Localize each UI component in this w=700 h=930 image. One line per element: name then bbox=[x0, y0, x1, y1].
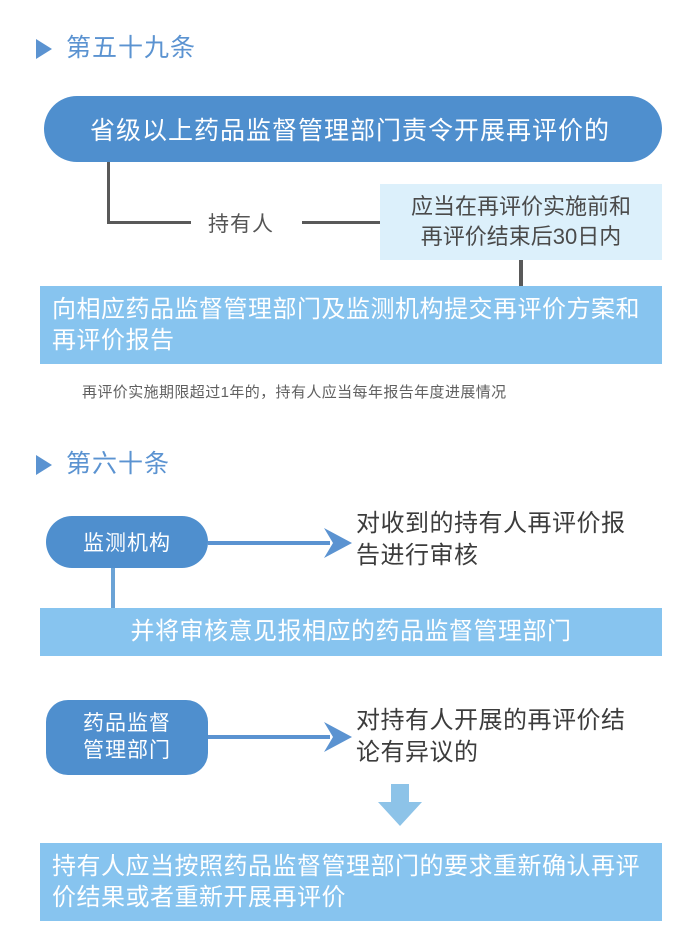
callout-timing: 应当在再评价实施前和 再评价结束后30日内 bbox=[380, 184, 662, 260]
actor-pill-line-2: 管理部门 bbox=[83, 738, 171, 762]
connector-horizontal-hero bbox=[107, 221, 191, 224]
follow-bar-label: 并将审核意见报相应的药品监督管理部门 bbox=[130, 618, 572, 646]
arrow-right-icon-monitoring bbox=[208, 528, 352, 558]
arrow-down-icon-final bbox=[378, 784, 422, 826]
connector-vertical-callout bbox=[519, 260, 523, 286]
hero-box-label: 省级以上药品监督管理部门责令开展再评价的 bbox=[90, 117, 611, 145]
result-bar-reconfirm: 持有人应当按照药品监督管理部门的要求重新确认再评价结果或者重新开展再评价 bbox=[40, 843, 662, 921]
flow-text-line-1: 对收到的持有人再评价报 bbox=[356, 510, 626, 537]
section-title-2: 第六十条 bbox=[66, 450, 171, 478]
connector-vertical-monitoring bbox=[111, 568, 115, 610]
hero-box-article-59: 省级以上药品监督管理部门责令开展再评价的 bbox=[44, 96, 662, 162]
flow-text-objection: 对持有人开展的再评价结 论有异议的 bbox=[356, 705, 676, 768]
result-bar-submit: 向相应药品监督管理部门及监测机构提交再评价方案和再评价报告 bbox=[40, 286, 662, 364]
result-bar-reconfirm-label: 持有人应当按照药品监督管理部门的要求重新确认再评价结果或者重新开展再评价 bbox=[52, 852, 640, 911]
flow-text-review-report: 对收到的持有人再评价报 告进行审核 bbox=[356, 508, 676, 571]
section-heading-1: 第五十九条 bbox=[36, 36, 196, 61]
follow-bar-report-opinion: 并将审核意见报相应的药品监督管理部门 bbox=[40, 608, 662, 656]
callout-line-1: 应当在再评价实施前和 bbox=[410, 194, 631, 220]
note-annual-report: 再评价实施期限超过1年的，持有人应当每年报告年度进展情况 bbox=[82, 384, 507, 401]
section-title-1: 第五十九条 bbox=[66, 34, 197, 62]
connector-vertical-hero bbox=[107, 162, 110, 224]
callout-line-2: 再评价结束后30日内 bbox=[420, 224, 622, 249]
actor-pill-drug-administration: 药品监督 管理部门 bbox=[46, 700, 208, 775]
result-bar-label: 向相应药品监督管理部门及监测机构提交再评价方案和再评价报告 bbox=[52, 295, 640, 354]
actor-pill-label: 监测机构 bbox=[83, 532, 171, 555]
actor-pill-monitoring-agency: 监测机构 bbox=[46, 516, 208, 568]
flow-text-line-2: 告进行审核 bbox=[356, 541, 479, 569]
section-heading-2: 第六十条 bbox=[36, 452, 170, 477]
triangle-right-icon bbox=[36, 38, 52, 59]
connector-horizontal-callout bbox=[302, 221, 380, 224]
triangle-right-icon bbox=[36, 454, 52, 475]
flow-text-line-1: 对持有人开展的再评价结 bbox=[356, 707, 626, 734]
flow-text-line-2: 论有异议的 bbox=[356, 738, 479, 766]
arrow-right-icon-administration bbox=[208, 722, 352, 752]
actor-pill-line-1: 药品监督 bbox=[83, 711, 171, 735]
edge-label-holder: 持有人 bbox=[208, 213, 274, 236]
